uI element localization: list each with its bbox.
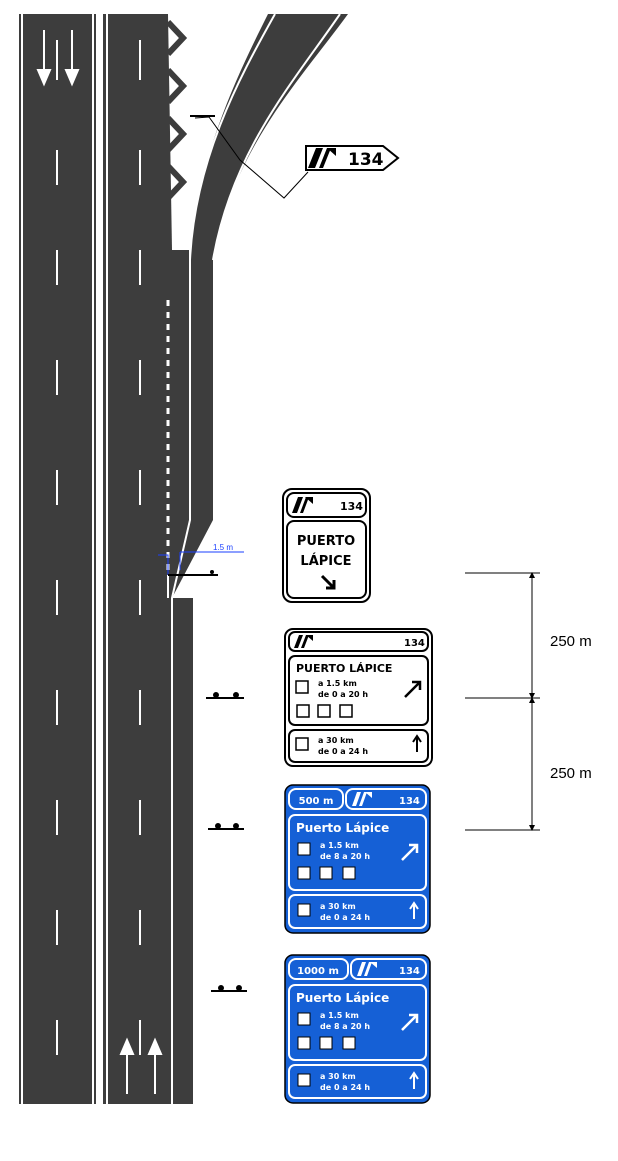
sign3-service2-hours: de 0 a 24 h xyxy=(320,913,370,922)
distance-dimensions xyxy=(465,572,540,831)
gore-exit-sign: 134 xyxy=(190,115,400,199)
cafe-icon xyxy=(342,1036,356,1050)
sign4-service2-hours: de 0 a 24 h xyxy=(320,1083,370,1092)
fuel-icon xyxy=(297,903,311,917)
fuel-icon xyxy=(297,1073,311,1087)
sign2-service2-dist: a 30 km xyxy=(318,736,354,745)
sign4-service1-dist: a 1.5 km xyxy=(320,1011,359,1020)
sign2-service1-hours: de 0 a 20 h xyxy=(318,690,368,699)
sign3-distance: 500 m xyxy=(299,796,334,807)
sign4-destination: Puerto Lápice xyxy=(296,991,389,1005)
fuel-icon xyxy=(295,737,309,751)
restaurant-icon xyxy=(319,1036,333,1050)
up-arrow-icon xyxy=(409,1071,419,1089)
cafe-icon xyxy=(342,866,356,880)
sign3-service1-hours: de 8 a 20 h xyxy=(320,852,370,861)
sign-exit-start: 134 PUERTO LÁPICE xyxy=(282,488,371,603)
lane-arrows xyxy=(36,30,163,1094)
sign3-service1-dist: a 1.5 km xyxy=(320,841,359,850)
sign1-destination-line2: LÁPICE xyxy=(300,553,351,569)
sign3-destination: Puerto Lápice xyxy=(296,821,389,835)
diagonal-arrow-icon xyxy=(401,1013,419,1031)
sign-post-markers xyxy=(206,692,247,992)
up-arrow-icon xyxy=(409,901,419,919)
fuel-icon xyxy=(297,1012,311,1026)
sign2-service2-hours: de 0 a 24 h xyxy=(318,747,368,756)
right-carriageway xyxy=(103,14,213,1104)
sign2-destination: PUERTO LÁPICE xyxy=(296,662,392,675)
sign-blue-1000m: 1000 m 134 Puerto Lápice a 1.5 km de 8 a… xyxy=(284,954,431,1104)
sign1-exit-number: 134 xyxy=(340,500,363,513)
sign2-service1-dist: a 1.5 km xyxy=(318,679,357,688)
sign3-service2-dist: a 30 km xyxy=(320,902,356,911)
sign-blue-500m: 500 m 134 Puerto Lápice a 1.5 km de 8 a … xyxy=(284,784,431,934)
diagonal-arrow-icon xyxy=(404,680,422,698)
offset-dimension: 1.5 m xyxy=(158,543,244,576)
fuel-icon xyxy=(295,680,309,694)
sign1-destination-line1: PUERTO xyxy=(297,534,355,549)
up-arrow-icon xyxy=(412,734,422,752)
sign2-exit-number: 134 xyxy=(404,638,425,649)
sign4-exit-number: 134 xyxy=(399,966,420,977)
restaurant-icon xyxy=(317,704,331,718)
roadway xyxy=(19,13,348,1104)
diagonal-arrow-icon xyxy=(401,843,419,861)
sign-white-advance: 134 PUERTO LÁPICE a 1.5 km de 0 a 20 h a… xyxy=(284,628,433,767)
restaurant-icon xyxy=(319,866,333,880)
bus-icon xyxy=(297,1036,311,1050)
bus-icon xyxy=(296,704,310,718)
bus-icon xyxy=(297,866,311,880)
sign3-exit-number: 134 xyxy=(399,796,420,807)
sign4-service1-hours: de 8 a 20 h xyxy=(320,1022,370,1031)
exit-ramp xyxy=(190,14,348,520)
lane-markings xyxy=(56,40,141,1055)
sign4-service2-dist: a 30 km xyxy=(320,1072,356,1081)
gore-exit-number: 134 xyxy=(348,150,384,170)
fuel-icon xyxy=(297,842,311,856)
distance-label-1: 250 m xyxy=(550,633,592,650)
distance-label-2: 250 m xyxy=(550,765,592,782)
sign4-distance: 1000 m xyxy=(297,966,339,977)
cafe-icon xyxy=(339,704,353,718)
offset-label: 1.5 m xyxy=(213,543,233,552)
